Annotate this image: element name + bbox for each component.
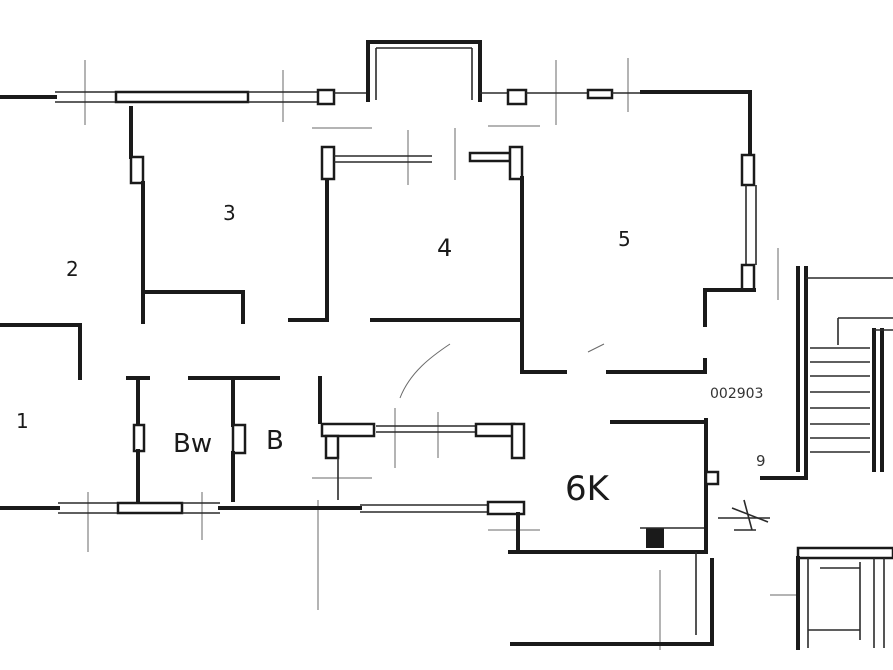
exterior-walls (0, 40, 757, 646)
elevation-label: 002903 (710, 386, 763, 402)
interior-walls (126, 106, 707, 548)
stair-number-label: 9 (756, 452, 766, 470)
room-label-b: B (266, 426, 284, 456)
pencil-marks (399, 343, 605, 399)
room-label-bw: Bw (173, 429, 212, 459)
room-label-4: 4 (437, 234, 452, 262)
room-label-kitchen: 6K (565, 469, 611, 509)
room-label-1: 1 (16, 409, 29, 433)
room-label-5: 5 (618, 227, 631, 251)
construction-lines (84, 58, 800, 650)
room-label-2: 2 (66, 257, 79, 281)
room-label-3: 3 (223, 201, 236, 225)
entrance-arrow-icon (718, 499, 770, 531)
staircase (760, 266, 893, 650)
